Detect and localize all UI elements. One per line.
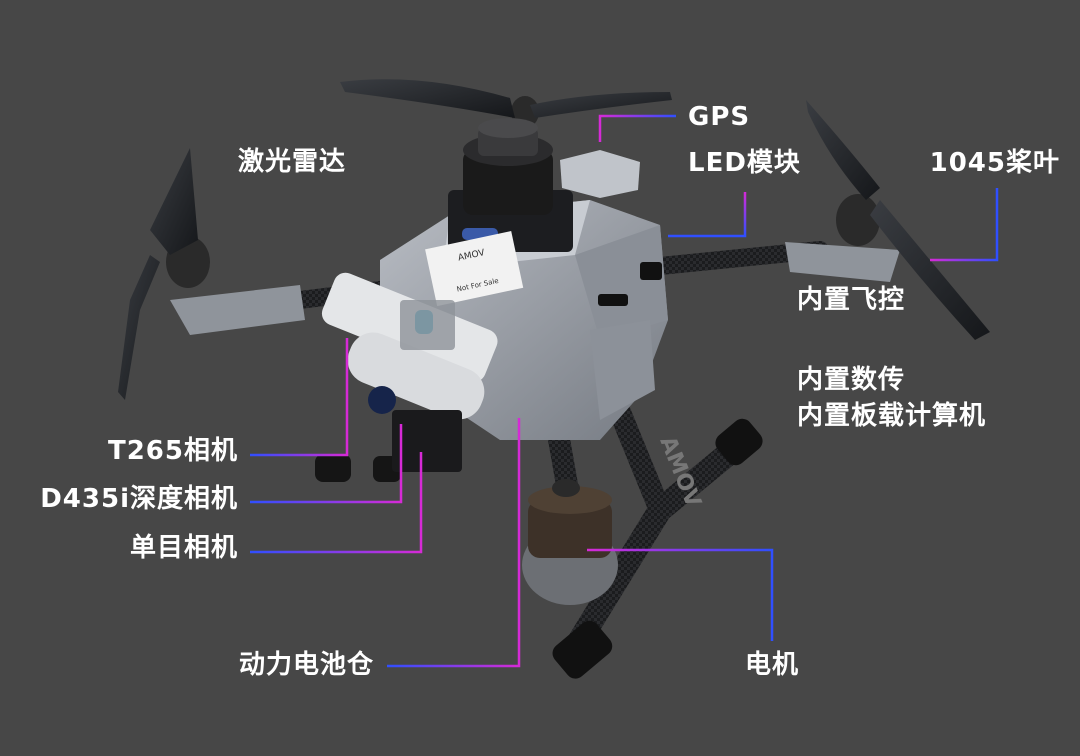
leader-t265 [250,338,349,457]
label-onboard-computer: 内置板载计算机 [797,401,987,431]
leader-lines [250,114,999,668]
leader-motor [587,548,774,641]
label-data-link: 内置数传 [797,365,906,395]
label-d435i-camera: D435i深度相机 [40,484,238,514]
label-propeller: 1045桨叶 [929,148,1060,178]
label-flight-controller: 内置飞控 [797,285,906,315]
motor-mounts [166,96,900,335]
leader-led [668,192,747,238]
leader-gps [598,114,676,142]
leader-battery [387,418,521,668]
label-battery-bay: 动力电池仓 [238,650,374,680]
label-gps: GPS [688,102,751,132]
leader-propeller [930,188,999,262]
leader-d435i [250,424,403,504]
camera-cluster [321,272,498,472]
propellers [118,79,990,400]
leader-mono [250,452,423,554]
label-motor: 电机 [745,650,800,680]
label-t265-camera: T265相机 [107,436,238,466]
label-led-module: LED模块 [688,148,801,178]
label-mono-camera: 单目相机 [129,533,238,563]
motor-assembly [522,479,618,605]
label-lidar: 激光雷达 [237,147,346,177]
